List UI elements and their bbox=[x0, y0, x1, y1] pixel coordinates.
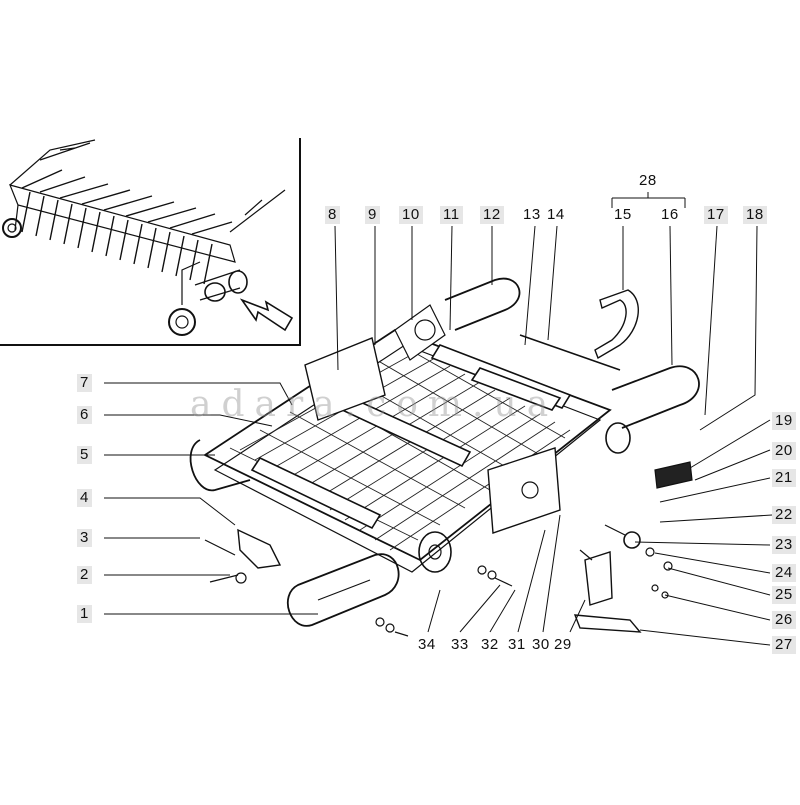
callout-13: 13 bbox=[523, 206, 541, 223]
conveyor-assembly bbox=[189, 277, 700, 637]
callout-23: 23 bbox=[772, 536, 796, 554]
callout-21: 21 bbox=[772, 469, 796, 487]
callout-4: 4 bbox=[77, 489, 92, 507]
callout-33: 33 bbox=[451, 636, 469, 653]
callout-2: 2 bbox=[77, 566, 92, 584]
callout-10: 10 bbox=[399, 206, 423, 224]
callout-12: 12 bbox=[480, 206, 504, 224]
callout-22: 22 bbox=[772, 506, 796, 524]
watermark-text: adara.com.ua bbox=[190, 384, 559, 425]
callout-19: 19 bbox=[772, 412, 796, 430]
callout-30: 30 bbox=[532, 636, 550, 653]
callout-29: 29 bbox=[554, 636, 572, 653]
callout-1: 1 bbox=[77, 605, 92, 623]
callout-11: 11 bbox=[440, 206, 463, 224]
callout-7: 7 bbox=[77, 374, 92, 392]
callout-32: 32 bbox=[481, 636, 499, 653]
callout-25: 25 bbox=[772, 586, 796, 604]
callout-16: 16 bbox=[661, 206, 679, 223]
callout-20: 20 bbox=[772, 442, 796, 460]
callout-34: 34 bbox=[418, 636, 436, 653]
callout-9: 9 bbox=[365, 206, 380, 224]
callout-18: 18 bbox=[743, 206, 767, 224]
callout-6: 6 bbox=[77, 406, 92, 424]
callout-31: 31 bbox=[508, 636, 526, 653]
callout-27: 27 bbox=[772, 636, 796, 654]
callout-17: 17 bbox=[704, 206, 728, 224]
callout-24: 24 bbox=[772, 564, 796, 582]
inset-overview bbox=[0, 138, 301, 346]
callout-28: 28 bbox=[639, 172, 657, 189]
leader-lines bbox=[104, 192, 773, 646]
callout-26: 26 bbox=[772, 611, 796, 629]
callout-5: 5 bbox=[77, 446, 92, 464]
callout-15: 15 bbox=[614, 206, 632, 223]
callout-8: 8 bbox=[325, 206, 340, 224]
callout-14: 14 bbox=[547, 206, 565, 223]
callout-3: 3 bbox=[77, 529, 92, 547]
